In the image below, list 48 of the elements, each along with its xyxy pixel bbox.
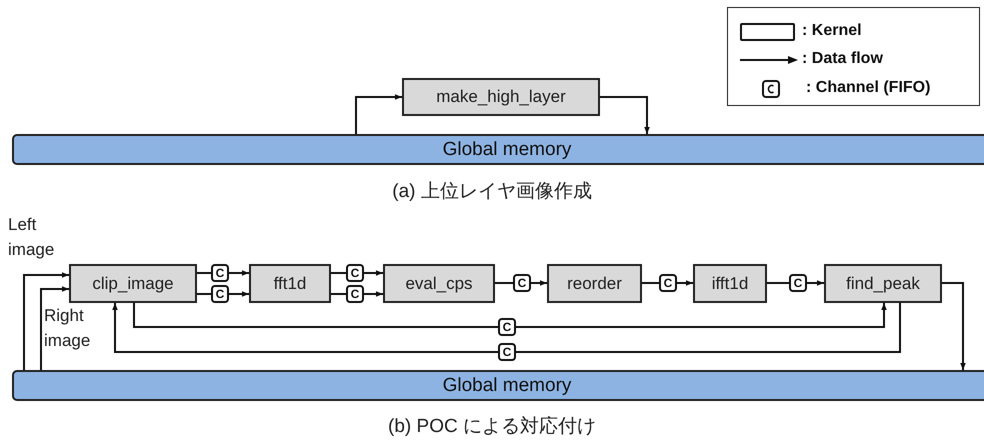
kernel-box: eval_cps <box>383 264 495 303</box>
arrow <box>364 291 383 297</box>
arrow <box>112 303 498 353</box>
channel-box: C <box>211 285 229 303</box>
edge-label: Left image <box>8 214 56 261</box>
kernel-box: find_peak <box>824 264 942 303</box>
legend-text: : Channel (FIFO) <box>806 79 930 97</box>
arrow <box>600 96 650 134</box>
channel-box: C <box>498 343 516 361</box>
channel-box: C <box>211 264 229 282</box>
kernel-box: ifft1d <box>693 264 767 303</box>
kernel-box: clip_image <box>69 264 197 303</box>
connector-line <box>331 272 346 274</box>
arrow <box>23 272 69 370</box>
kernel-box: reorder <box>547 264 642 303</box>
caption: (a) 上位レイヤ画像作成 <box>391 180 593 204</box>
connector-line <box>767 282 789 284</box>
channel-box: C <box>513 274 531 292</box>
arrow <box>40 286 69 370</box>
legend-text: : Data flow <box>802 50 883 68</box>
caption: (b) POC による対応付け <box>387 415 597 439</box>
memory-bar: Global memory <box>12 134 984 165</box>
arrow <box>531 280 547 286</box>
arrow <box>516 303 887 328</box>
arrow <box>355 94 402 134</box>
arrow <box>807 280 824 286</box>
memory-bar: Global memory <box>12 370 984 401</box>
connector-line <box>133 303 498 328</box>
connector-line <box>642 282 659 284</box>
channel-box: C <box>498 318 516 336</box>
kernel-box: fft1d <box>249 264 331 303</box>
arrow <box>364 270 383 276</box>
connector-line <box>331 293 346 295</box>
kernel-box: make_high_layer <box>402 78 600 116</box>
arrow <box>677 280 693 286</box>
edge-label: Right image <box>44 305 92 352</box>
arrow <box>229 270 249 276</box>
connector-line <box>197 272 211 274</box>
channel-box: C <box>789 274 807 292</box>
channel-box: C <box>346 264 364 282</box>
connector-line <box>516 303 901 353</box>
channel-box: C <box>346 285 364 303</box>
arrow <box>942 282 966 370</box>
connector-line <box>197 293 211 295</box>
legend-text: : Kernel <box>802 22 862 40</box>
channel-box: C <box>659 274 677 292</box>
connector-line <box>495 282 513 284</box>
arrow <box>229 291 249 297</box>
